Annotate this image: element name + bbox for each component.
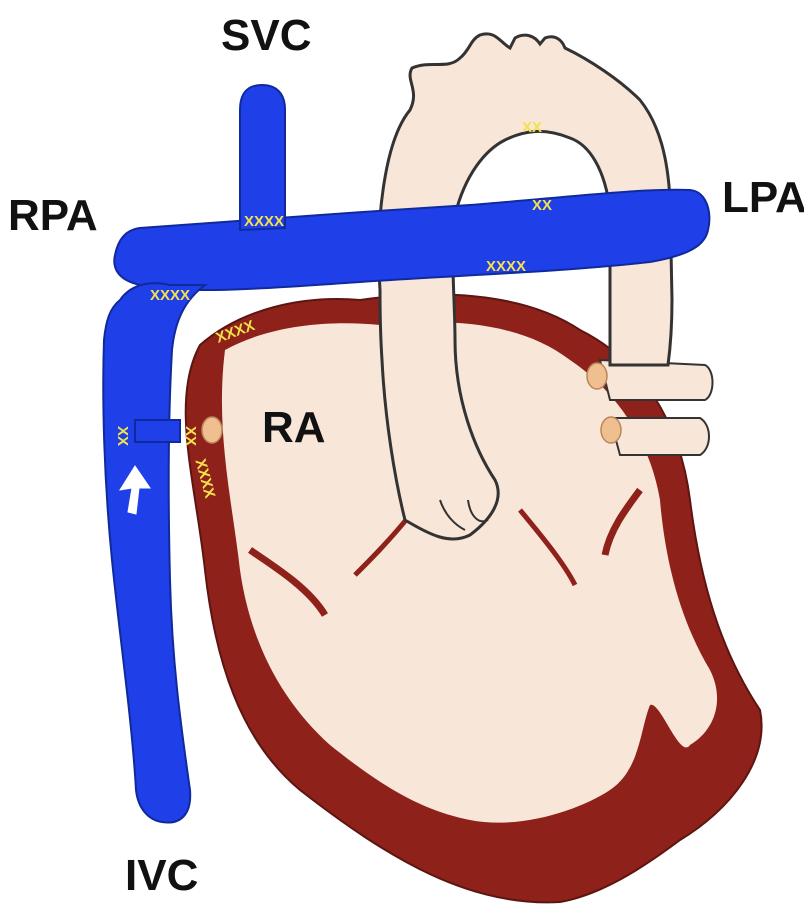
label-svc: SVC [221,11,311,60]
ivc-conduit [103,283,205,822]
svc-vessel [240,85,285,230]
suture-lpa-lower: XXXX [486,258,526,275]
pulmonary-vein-lower [610,418,709,455]
nodule-right-upper [587,363,607,389]
label-ivc: IVC [125,851,198,900]
suture-conduit-left: XX [114,426,131,446]
suture-conduit-right: XX [182,426,199,446]
nodule-left [202,417,222,443]
label-ra: RA [262,403,326,452]
suture-rpa-ivc: XXXX [150,287,190,304]
label-lpa: LPA [722,173,804,222]
label-rpa: RPA [8,191,98,240]
suture-aortic-arch: XX [522,119,542,136]
nodule-right-lower [601,417,621,443]
fenestration-conduit [135,420,180,442]
suture-lpa-upper: XX [532,197,552,214]
suture-svc-rpa: XXXX [244,213,284,230]
